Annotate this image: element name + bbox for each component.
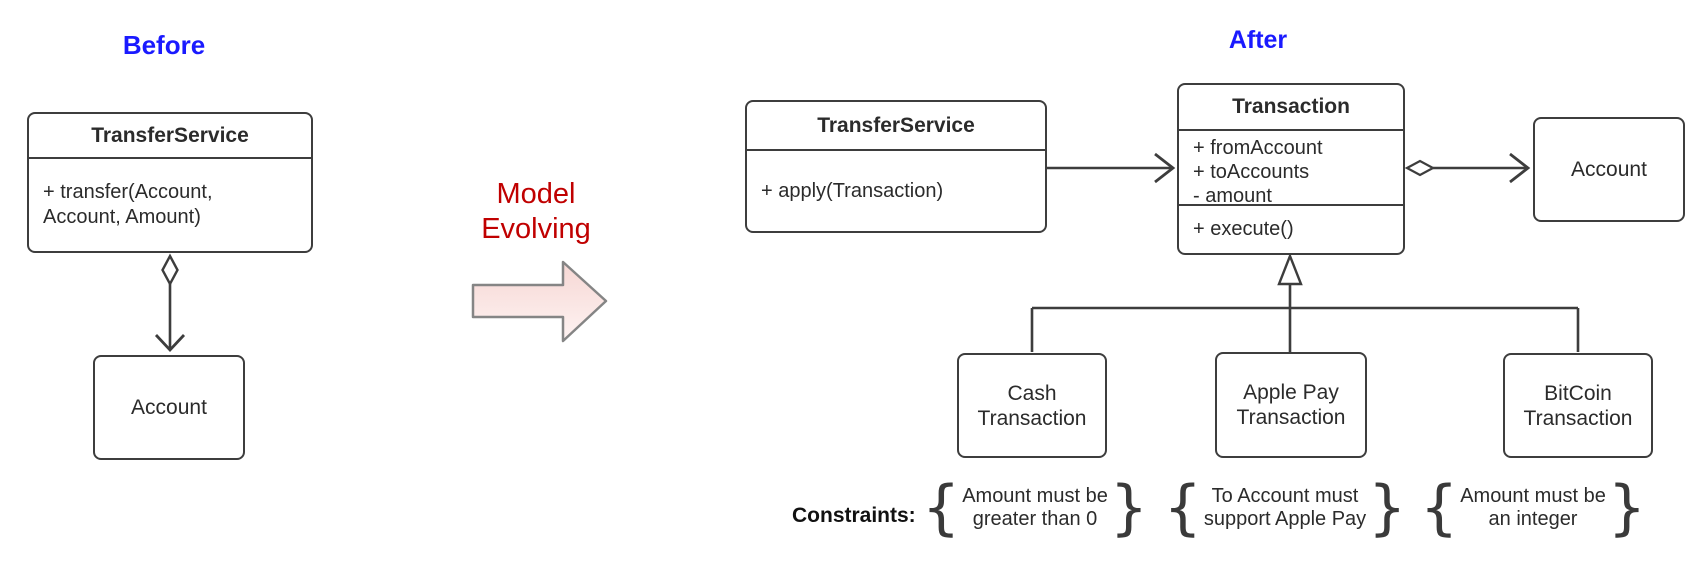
after-ts-arrowhead-icon [1154, 152, 1176, 184]
constraint-text: To Account must support Apple Pay [1202, 485, 1368, 531]
bitcoin-transaction-class: BitCoin Transaction [1503, 353, 1653, 458]
constraint-line: support Apple Pay [1203, 508, 1367, 530]
constraint-apple-pay: { To Account must support Apple Pay } [1164, 477, 1407, 539]
constraint-bitcoin: { Amount must be an integer } [1420, 477, 1646, 539]
class-attributes: + fromAccount + toAccounts - amount [1179, 131, 1403, 207]
before-account-class: Account [93, 355, 245, 460]
open-brace-icon: { [1420, 473, 1459, 543]
attribute-line: + fromAccount [1193, 137, 1323, 159]
class-title-line: Transaction [1236, 406, 1346, 429]
class-title-line: Apple Pay [1243, 381, 1339, 404]
method-line: Account, Amount) [43, 206, 201, 228]
class-title: TransferService [29, 114, 311, 159]
transaction-class: Transaction + fromAccount + toAccounts -… [1177, 83, 1405, 255]
constraint-line: Amount must be [1460, 485, 1606, 507]
transaction-aggregation-diamond-icon [1404, 159, 1436, 177]
before-arrowhead-icon [154, 334, 186, 353]
model-evolving-line2: Evolving [481, 213, 591, 245]
account-arrowhead-icon [1509, 152, 1531, 184]
method-line: + execute() [1193, 218, 1294, 240]
class-title-line: Transaction [977, 406, 1087, 430]
close-brace-icon: } [1607, 473, 1646, 543]
class-title-line: Transaction [1523, 406, 1633, 430]
before-aggregation-diamond-icon [161, 253, 179, 287]
after-account-class: Account [1533, 117, 1685, 222]
constraint-text: Amount must be an integer [1458, 485, 1608, 531]
constraint-line: To Account must [1211, 485, 1359, 507]
constraint-line: Amount must be [962, 485, 1108, 507]
constraint-text: Amount must be greater than 0 [960, 485, 1110, 531]
class-title-line: BitCoin [1544, 381, 1612, 405]
constraint-line: greater than 0 [972, 508, 1098, 530]
cash-transaction-class: Cash Transaction [957, 353, 1107, 458]
before-label: Before [122, 30, 206, 60]
constraints-label: Constraints: [792, 504, 916, 527]
after-label: After [1228, 26, 1288, 54]
constraint-line: an integer [1488, 508, 1578, 530]
model-evolving-arrow [471, 260, 608, 343]
model-evolving-line1: Model [496, 178, 576, 210]
class-methods: + transfer(Account, Account, Amount) [29, 159, 311, 251]
apple-pay-transaction-class: Apple Pay Transaction [1215, 352, 1367, 458]
model-evolving-label: Model Evolving [481, 177, 591, 247]
class-title: Transaction [1179, 85, 1403, 131]
class-methods: + execute() [1179, 206, 1403, 253]
close-brace-icon: } [1109, 473, 1148, 543]
attribute-line: + toAccounts [1193, 161, 1310, 183]
close-brace-icon: } [1368, 473, 1407, 543]
attribute-line: - amount [1193, 185, 1272, 207]
class-methods: + apply(Transaction) [747, 151, 1045, 231]
class-title: Account [1571, 158, 1647, 181]
class-title: Account [131, 396, 207, 419]
class-title-line: Cash [1007, 381, 1057, 405]
after-transfer-service-class: TransferService + apply(Transaction) [745, 100, 1047, 233]
method-line: + apply(Transaction) [761, 179, 944, 202]
constraint-cash: { Amount must be greater than 0 } [922, 477, 1148, 539]
open-brace-icon: { [1163, 473, 1202, 543]
class-title: TransferService [747, 102, 1045, 151]
before-transfer-service-class: TransferService + transfer(Account, Acco… [27, 112, 313, 253]
inheritance-triangle-icon [1277, 252, 1303, 286]
method-line: + transfer(Account, [43, 181, 213, 203]
open-brace-icon: { [922, 473, 961, 543]
